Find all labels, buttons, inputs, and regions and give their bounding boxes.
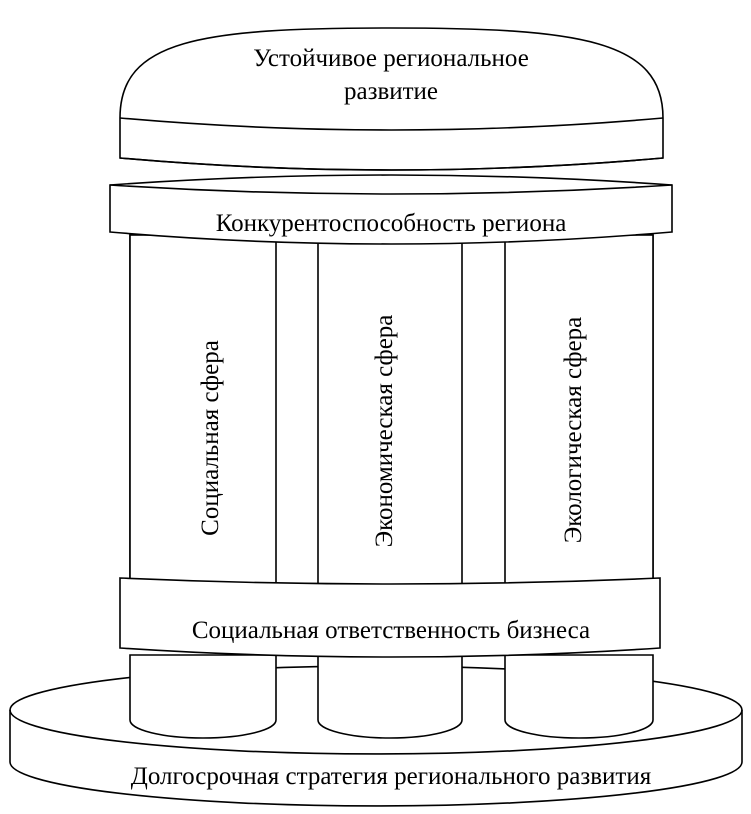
pillar-social <box>129 234 277 596</box>
middle-band-label: Социальная ответственность бизнеса <box>192 617 590 644</box>
pillar-label-ecological: Экологическая сфера <box>560 317 587 543</box>
pillar-ecological <box>504 234 654 596</box>
middle-band <box>119 577 661 658</box>
base-label: Долгосрочная стратегия регионального раз… <box>131 763 652 790</box>
pillar-economic <box>317 234 463 596</box>
pillar-label-economic: Экономическая сфера <box>371 315 398 548</box>
pillar-label-social: Социальная сфера <box>197 340 224 536</box>
pillar-columns <box>129 234 654 596</box>
top-band-label: Конкурентоспособность региона <box>216 210 567 237</box>
dome-label-line1: Устойчивое региональное <box>253 45 529 72</box>
dome-label-line2: развитие <box>344 78 438 105</box>
top-band <box>109 174 673 245</box>
dome <box>119 27 664 171</box>
pillar-feet <box>129 654 654 739</box>
